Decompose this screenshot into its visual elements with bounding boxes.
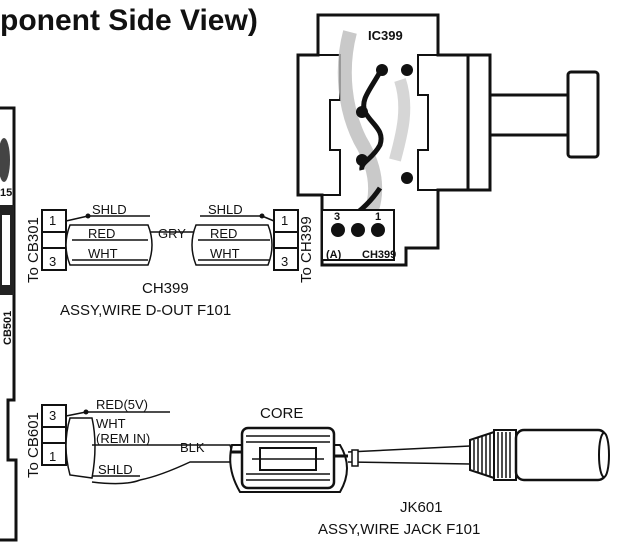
ic399-board: IC399 3 1 (A) CH399: [296, 13, 600, 267]
middle-wire-gry: GRY: [158, 226, 186, 241]
ch399-connector-label: To CH399: [298, 216, 315, 283]
right-wire-wht: WHT: [210, 246, 240, 261]
ic-label: IC399: [368, 28, 403, 43]
pcb-pin-3: 3: [334, 211, 340, 223]
page-title: ponent Side View): [0, 4, 258, 37]
jk601-part-number: JK601: [400, 499, 443, 516]
jk601-assembly-name: ASSY,WIRE JACK F101: [318, 521, 480, 538]
wire-wht: WHT: [96, 416, 126, 431]
cb301-label: To CB301: [25, 217, 42, 283]
right-wire-red: RED: [210, 226, 237, 241]
ch399-pin-1: 1: [281, 213, 288, 228]
wire-shld: SHLD: [98, 462, 133, 477]
board-label-15: 15: [0, 187, 12, 199]
board-label-cb501: CB501: [2, 311, 14, 345]
left-wire-shld: SHLD: [92, 202, 127, 217]
left-wire-red: RED: [88, 226, 115, 241]
ch399-assembly-name: ASSY,WIRE D-OUT F101: [60, 302, 231, 319]
pcb-connector-marker: (A): [326, 249, 342, 261]
cb601-pin-1: 1: [49, 449, 56, 464]
cb601-pin-3: 3: [49, 408, 56, 423]
ch399-pin-3: 3: [281, 254, 288, 269]
wire-blk: BLK: [180, 440, 205, 455]
cb301-pin-3: 3: [49, 254, 56, 269]
core-label: CORE: [260, 405, 303, 422]
left-board: CB501 15: [0, 106, 18, 542]
left-wire-wht: WHT: [88, 246, 118, 261]
cable-jk601: 3 1 To CB601 RED(5V) WHT (REM IN) SHLD B…: [25, 397, 610, 538]
wire-red-5v: RED(5V): [96, 397, 148, 412]
cb301-pin-1: 1: [49, 213, 56, 228]
pcb-connector-label: CH399: [362, 249, 396, 261]
ch399-part-number: CH399: [142, 280, 189, 297]
cb601-label: To CB601: [25, 412, 42, 478]
wire-rem-in: (REM IN): [96, 431, 150, 446]
right-wire-shld: SHLD: [208, 202, 243, 217]
cable-ch399: 1 3 To CB301 1 3 To CH399 SHLD RED WHT G…: [25, 202, 315, 319]
pcb-pin-1: 1: [375, 211, 381, 223]
